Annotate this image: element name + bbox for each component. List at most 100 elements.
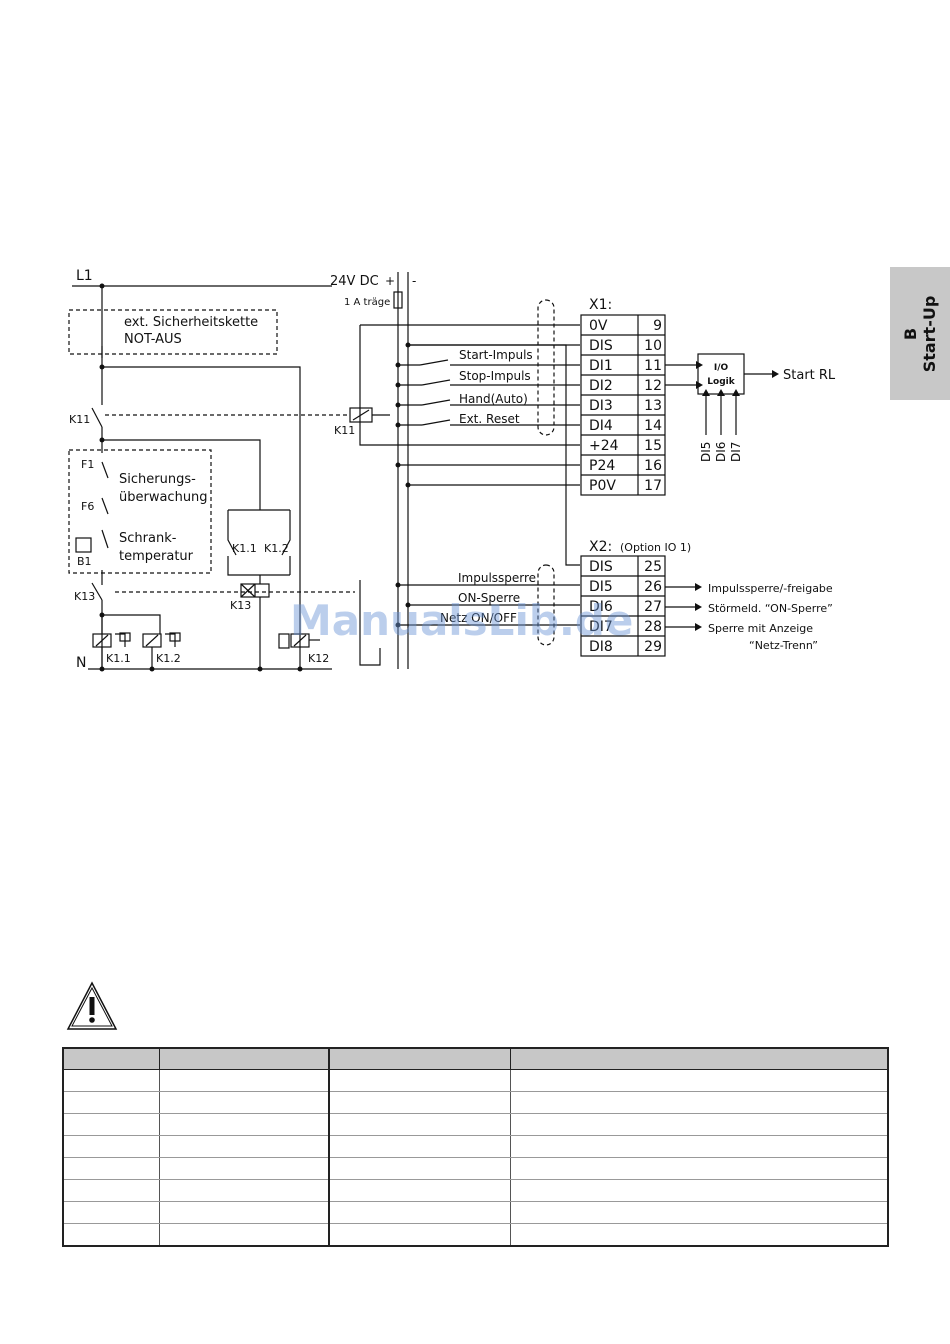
supply-label: 24V DC — [330, 274, 379, 289]
k1-1-contact-label: K1.1 — [232, 542, 257, 555]
table-row — [63, 1135, 889, 1158]
table-row — [63, 1179, 889, 1202]
wiring-diagram: 24V DC + - 1 A träge L1 N ext. Sicherhei… — [68, 268, 836, 672]
k11-contact — [91, 407, 103, 428]
k11-relay-mark — [352, 409, 370, 421]
junction-di7 — [395, 622, 401, 628]
x2-signal: DI5 — [589, 579, 613, 595]
coil-feed-wire — [102, 614, 161, 634]
x1-pin: 10 — [644, 338, 662, 354]
x2-pin: 28 — [644, 619, 662, 635]
k1-2-contact-label: K1.2 — [264, 542, 289, 555]
f6-contact — [101, 497, 109, 515]
junction-hand — [395, 402, 401, 408]
table-header-row — [63, 1048, 889, 1070]
f1-label: F1 — [81, 458, 94, 471]
junction-di6 — [405, 602, 411, 608]
k1-1-coil-label: K1.1 — [106, 652, 131, 665]
x1-signal: DIS — [589, 338, 613, 354]
out-di5-label: Impulssperre/-freigabe — [708, 582, 833, 595]
f1-contact — [101, 461, 109, 479]
k13-left-label: K13 — [74, 590, 95, 603]
junction-n-2 — [149, 666, 155, 672]
k1-1-diode — [115, 633, 126, 647]
arrow-in-di5 — [702, 389, 710, 396]
x1-signal: DI3 — [589, 398, 613, 414]
k12-label: K12 — [308, 652, 329, 665]
stop-impuls-label: Stop-Impuls — [459, 369, 531, 383]
arrow-in-di7 — [732, 389, 740, 396]
x2-option: (Option IO 1) — [620, 541, 691, 554]
f6-label: F6 — [81, 500, 94, 513]
x1-pin: 14 — [644, 418, 662, 434]
x2-title: X2: — [589, 539, 612, 555]
x1-signal: DI2 — [589, 378, 613, 394]
x2-signal: DI7 — [589, 619, 613, 635]
shield-x2 — [537, 564, 555, 646]
junction-dis — [405, 342, 411, 348]
arrow-out-28 — [695, 623, 702, 631]
b1-sensor — [75, 537, 92, 553]
arrow-di1 — [696, 361, 703, 369]
out-di6-label: Störmeld. “ON-Sperre” — [708, 602, 833, 615]
junction-reset — [395, 422, 401, 428]
junction-n-4 — [297, 666, 303, 672]
junction-coils — [99, 612, 105, 618]
k12-aux — [278, 633, 290, 649]
junction-n — [99, 666, 105, 672]
junction-p0v — [405, 482, 411, 488]
junction-start — [395, 362, 401, 368]
x1-pin: 17 — [644, 478, 662, 494]
k13-coil-label: K13 — [230, 599, 251, 612]
junction-k11 — [99, 437, 105, 443]
x2-pin: 29 — [644, 639, 662, 655]
logic-line2: Logik — [707, 377, 735, 387]
watermark: ManualsLib.de — [290, 596, 633, 645]
cabinet-temp-line1: Schrank- — [119, 531, 177, 546]
arrow-di2 — [696, 381, 703, 389]
x1-terminal-block — [580, 314, 666, 496]
k1-2-diode-box — [169, 632, 181, 642]
k13-coil-mark2 — [240, 583, 256, 598]
k13-contact-loop — [359, 580, 381, 666]
spec-table — [62, 1047, 889, 1247]
impulssperre-label: Impulssperre — [458, 571, 536, 585]
start-switch — [419, 359, 449, 366]
ext-reset-label: Ext. Reset — [459, 412, 520, 426]
out-di7-line2: “Netz-Trenn” — [749, 639, 818, 652]
k1-2-coil-label: K1.2 — [156, 652, 181, 665]
start-rl-label: Start RL — [783, 368, 836, 383]
reset-switch — [421, 419, 451, 426]
table-row — [63, 1157, 889, 1180]
k11-relay-return — [359, 325, 580, 446]
b1-contact — [101, 529, 109, 549]
supply-plus: + — [385, 274, 395, 288]
arrow-out-26 — [695, 583, 702, 591]
logic-input-label: DI5 — [699, 442, 713, 462]
junction-safety — [99, 364, 105, 370]
table-row — [63, 1091, 889, 1114]
hand-switch — [421, 399, 451, 406]
x1-title: X1: — [589, 297, 612, 313]
table-row — [63, 1223, 889, 1247]
x1-pin: 15 — [644, 438, 662, 454]
x2-signal: DIS — [589, 559, 613, 575]
k12-coil-mark — [293, 634, 307, 647]
k1-2-diode — [165, 633, 176, 647]
x1-signal: DI1 — [589, 358, 613, 374]
k11-to-contacts-wire — [102, 439, 261, 510]
x1-pin: 16 — [644, 458, 662, 474]
safety-to-k12-wire — [102, 366, 301, 669]
x1-pin: 12 — [644, 378, 662, 394]
logic-input-label: DI7 — [729, 442, 743, 462]
junction-di5 — [395, 582, 401, 588]
shield-x1 — [537, 299, 555, 436]
x1-pin: 9 — [653, 318, 662, 334]
k13-contact — [91, 582, 103, 601]
k1-2-contact — [281, 510, 291, 556]
k11-coil-label: K11 — [334, 424, 355, 437]
section-tab[interactable]: B Start-Up — [890, 267, 950, 400]
k11-left-label: K11 — [69, 413, 90, 426]
